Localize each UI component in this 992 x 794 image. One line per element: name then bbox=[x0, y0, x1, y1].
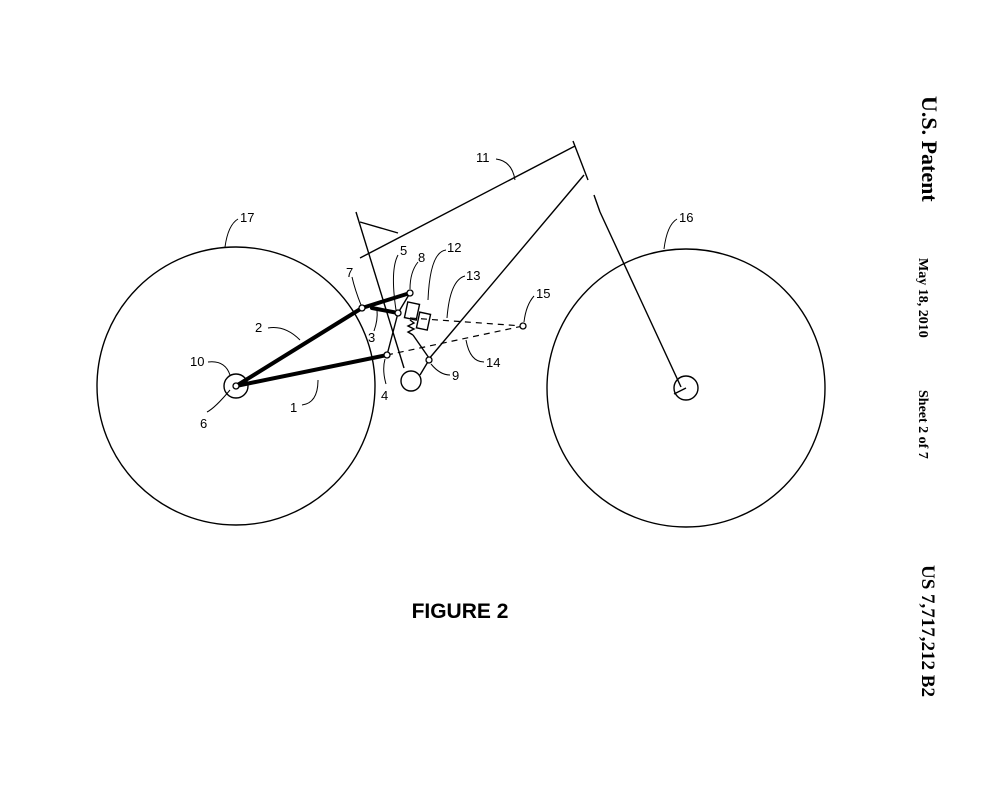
instant-center-line-upper bbox=[409, 317, 524, 327]
leader-6 bbox=[206, 389, 231, 413]
ref-15: 15 bbox=[536, 286, 550, 301]
chain-stay bbox=[234, 353, 389, 388]
shock-absorber-body bbox=[403, 301, 421, 321]
seat-stay bbox=[234, 306, 364, 388]
leader-13 bbox=[446, 275, 466, 319]
seat-tube bbox=[355, 211, 405, 369]
front-fork bbox=[599, 211, 682, 388]
ref-7: 7 bbox=[346, 265, 353, 280]
rocker-arm bbox=[397, 292, 411, 314]
rocker-link bbox=[361, 292, 411, 309]
leader-14 bbox=[465, 339, 485, 363]
front-axle-mark bbox=[673, 387, 687, 395]
ref-9: 9 bbox=[452, 368, 459, 383]
ref-3: 3 bbox=[368, 330, 375, 345]
leader-11 bbox=[495, 158, 516, 181]
ref-5: 5 bbox=[400, 243, 407, 258]
leader-2 bbox=[267, 327, 301, 341]
pivot-7 bbox=[358, 304, 366, 312]
shock-spring bbox=[406, 319, 416, 336]
leader-5 bbox=[392, 254, 399, 311]
front-wheel bbox=[546, 248, 826, 528]
front-axle bbox=[673, 375, 699, 401]
instant-center-line-lower bbox=[386, 325, 524, 356]
pivot-5 bbox=[394, 309, 402, 317]
leader-15 bbox=[523, 295, 535, 323]
ref-8: 8 bbox=[418, 250, 425, 265]
head-tube-upper bbox=[572, 140, 589, 181]
leader-12 bbox=[427, 249, 447, 301]
pivot-8 bbox=[406, 289, 414, 297]
rear-axle bbox=[223, 373, 249, 399]
leader-8 bbox=[409, 261, 419, 290]
seat-tube-brace bbox=[359, 221, 399, 234]
shock-rod bbox=[412, 334, 430, 359]
bottom-bracket bbox=[400, 370, 422, 392]
figure-caption: FIGURE 2 bbox=[411, 600, 509, 623]
top-tube bbox=[359, 145, 576, 259]
ref-13: 13 bbox=[466, 268, 480, 283]
ref-10: 10 bbox=[190, 354, 204, 369]
lower-link bbox=[386, 312, 399, 356]
leader-16 bbox=[663, 218, 678, 250]
ref-14: 14 bbox=[486, 355, 500, 370]
pivot-6 bbox=[232, 382, 240, 390]
head-tube-lower bbox=[593, 194, 601, 213]
pivot-9 bbox=[425, 356, 433, 364]
leader-1 bbox=[301, 379, 319, 406]
ref-2: 2 bbox=[255, 320, 262, 335]
rear-wheel bbox=[96, 246, 376, 526]
leader-10 bbox=[207, 361, 231, 376]
ref-4: 4 bbox=[381, 388, 388, 403]
leader-9 bbox=[430, 363, 451, 376]
leader-3 bbox=[373, 309, 378, 332]
instant-center-15 bbox=[519, 322, 527, 330]
leader-4 bbox=[383, 358, 387, 385]
leader-17 bbox=[224, 218, 239, 248]
ref-1: 1 bbox=[290, 400, 297, 415]
leader-7 bbox=[351, 276, 362, 306]
shock-absorber-damper bbox=[415, 311, 432, 331]
ref-11: 11 bbox=[476, 150, 490, 165]
ref-17: 17 bbox=[240, 210, 254, 225]
ref-6: 6 bbox=[200, 416, 207, 431]
ref-16: 16 bbox=[679, 210, 693, 225]
pivot-4 bbox=[383, 351, 391, 359]
upper-link-b bbox=[370, 306, 400, 315]
down-tube bbox=[427, 174, 585, 361]
ref-12: 12 bbox=[447, 240, 461, 255]
